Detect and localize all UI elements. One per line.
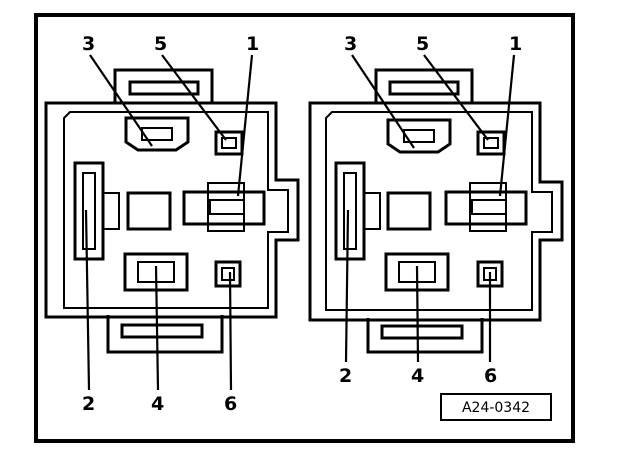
connector-left-terminal-center: [126, 191, 172, 231]
connector-left-body-inner: [63, 111, 289, 309]
connector-right-leader-4: [415, 265, 420, 363]
figure-code-box: [440, 393, 552, 421]
connector-left-clip: [73, 161, 105, 261]
connector-left-label-5: 5: [154, 33, 167, 55]
connector-right-label-3: 3: [344, 33, 357, 55]
connector-right-terminal-1: [444, 190, 528, 226]
connector-right-label-5: 5: [416, 33, 429, 55]
figure-code: A24-0342: [462, 400, 530, 416]
connector-left-leader-2: [84, 209, 91, 391]
connector-left-label-6: 6: [224, 393, 237, 415]
connector-left-leader-5: [161, 54, 227, 141]
connector-right-terminal-5: [476, 130, 506, 156]
connector-right-terminal-center: [386, 191, 432, 231]
connector-right-top-slot: [388, 80, 460, 96]
connector-left-terminal-1: [182, 190, 266, 226]
connector-right-label-4: 4: [411, 365, 424, 387]
connector-left: [44, 68, 300, 354]
connector-left-clip-tab: [102, 192, 120, 230]
connector-right-leaders: [344, 54, 516, 363]
connector-right-leader-2: [344, 209, 350, 363]
connector-left-leader-4: [154, 265, 160, 391]
connector-left-top-tab: [113, 68, 214, 103]
connector-right-top-tab: [374, 68, 474, 103]
connector-right-bottom-slot: [380, 324, 464, 340]
connector-left-terminal-5: [214, 130, 244, 156]
connector-right-clip-tab: [363, 192, 381, 230]
connector-left-terminal-3-blade: [141, 127, 173, 141]
connector-right-body-inner: [325, 111, 553, 311]
connector-right-clip: [334, 161, 366, 261]
connector-left-leader-1: [236, 54, 254, 197]
connector-left-clip-inner: [82, 172, 96, 250]
connector-left-terminal-6: [214, 260, 242, 288]
connector-right: [308, 68, 564, 354]
connector-right-label-1: 1: [509, 33, 522, 55]
connector-left-terminal-5-blade: [221, 137, 237, 149]
connector-left-terminal-3: [124, 116, 190, 152]
connector-right-leader-5: [423, 54, 489, 141]
connector-left-label-2: 2: [82, 393, 95, 415]
connector-right-terminal-5-blade: [483, 137, 499, 149]
connector-left-top-slot: [128, 80, 200, 96]
connector-right-terminal-1-blade: [471, 199, 507, 215]
connector-left-label-3: 3: [82, 33, 95, 55]
connector-left-label-4: 4: [151, 393, 164, 415]
connector-left-terminal-1-blade: [209, 199, 245, 215]
figure-border: [34, 13, 575, 443]
connector-right-label-2: 2: [339, 365, 352, 387]
connector-right-label-6: 6: [484, 365, 497, 387]
connector-left-body: [44, 101, 300, 319]
connector-left-leader-6: [228, 271, 233, 391]
connector-right-leader-1: [498, 54, 516, 197]
connector-right-terminal-3: [386, 118, 452, 154]
connector-right-leader-3: [351, 54, 415, 149]
connector-left-leader-3: [89, 54, 153, 147]
connector-left-label-1: 1: [246, 33, 259, 55]
connector-left-leaders: [84, 54, 254, 391]
connector-left-terminal-6-blade: [221, 267, 235, 281]
connector-left-bottom-slot: [120, 323, 204, 339]
connector-right-bottom-tab: [366, 318, 484, 354]
connector-right-terminal-3-blade: [403, 129, 435, 143]
connector-right-body: [308, 101, 564, 322]
connector-left-bottom-tab: [106, 315, 224, 354]
connector-right-clip-inner: [343, 172, 357, 250]
